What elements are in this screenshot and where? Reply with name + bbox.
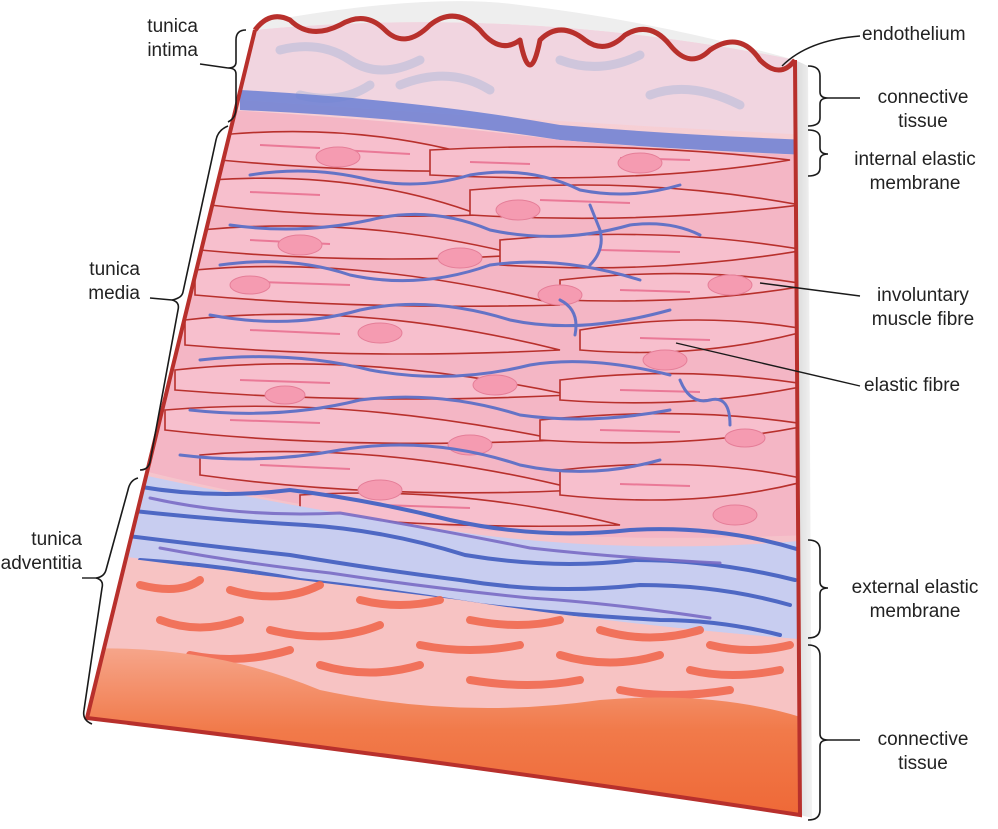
label-tunica-adventitia-line1: tunica: [0, 528, 82, 552]
label-tunica-media-line2: media: [40, 282, 140, 306]
label-involuntary-line2: muscle fibre: [858, 308, 988, 332]
label-tunica-intima: tunica intima: [100, 15, 198, 63]
label-tunica-intima-line1: tunica: [100, 15, 198, 39]
label-tunica-media-line1: tunica: [40, 258, 140, 282]
label-connective-tissue-bottom: connective tissue: [858, 728, 988, 776]
label-connective-bottom-line2: tissue: [858, 752, 988, 776]
label-connective-top-line1: connective: [858, 86, 988, 110]
label-tunica-intima-line2: intima: [100, 39, 198, 63]
label-endothelium: endothelium: [862, 23, 966, 47]
label-internal-elastic-membrane: internal elastic membrane: [840, 148, 990, 196]
leader-tunica-media: [150, 298, 172, 300]
brace-external-elastic: [808, 540, 828, 638]
label-elastic-fibre: elastic fibre: [864, 374, 960, 398]
label-internal-elastic-line1: internal elastic: [840, 148, 990, 172]
label-external-elastic-line1: external elastic: [840, 576, 990, 600]
label-external-elastic-membrane: external elastic membrane: [840, 576, 990, 624]
label-connective-tissue-top: connective tissue: [858, 86, 988, 134]
brace-internal-elastic: [808, 130, 828, 176]
label-connective-top-line2: tissue: [858, 110, 988, 134]
label-elastic-fibre-text: elastic fibre: [864, 375, 960, 396]
label-external-elastic-line2: membrane: [840, 600, 990, 624]
label-involuntary-line1: involuntary: [858, 284, 988, 308]
label-endothelium-text: endothelium: [862, 24, 966, 45]
label-internal-elastic-line2: membrane: [840, 172, 990, 196]
label-tunica-adventitia: tunica adventitia: [0, 528, 82, 576]
label-tunica-adventitia-line2: adventitia: [0, 552, 82, 576]
brace-connective-tissue-top: [808, 66, 828, 126]
label-tunica-media: tunica media: [40, 258, 140, 306]
label-involuntary-muscle-fibre: involuntary muscle fibre: [858, 284, 988, 332]
leader-tunica-intima: [200, 64, 228, 68]
label-connective-bottom-line1: connective: [858, 728, 988, 752]
